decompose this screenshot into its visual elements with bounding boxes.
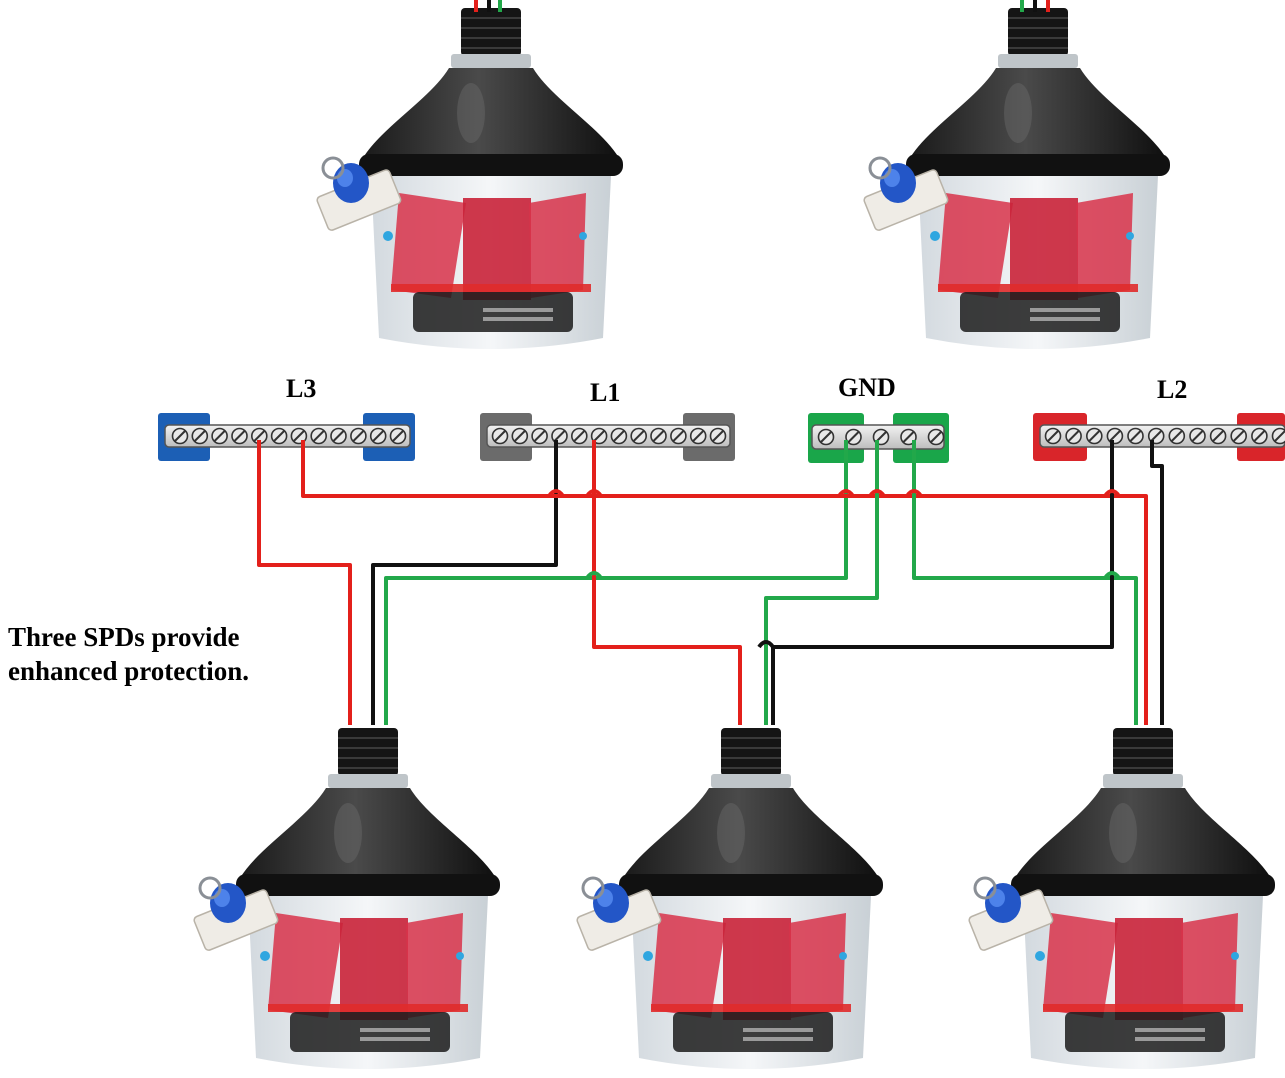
busbar-screw bbox=[709, 427, 727, 445]
busbar-screw bbox=[845, 428, 862, 446]
busbar-screw bbox=[630, 427, 648, 445]
busbar-screw bbox=[927, 428, 945, 446]
top-lead-wires bbox=[474, 0, 1050, 12]
caption: Three SPDs provide enhanced protection. bbox=[8, 620, 249, 688]
busbar-screw bbox=[1044, 427, 1062, 445]
busbar-screw bbox=[310, 427, 328, 445]
busbar-screw bbox=[817, 428, 835, 446]
busbar-screw bbox=[1189, 427, 1206, 445]
busbar-screw bbox=[231, 427, 248, 445]
busbar-screw bbox=[1168, 427, 1186, 445]
label-l1: L1 bbox=[590, 378, 621, 407]
busbar-screw bbox=[211, 427, 229, 445]
spd-top-right bbox=[861, 6, 1172, 351]
spd-top-left bbox=[314, 6, 625, 351]
busbar-screw bbox=[610, 427, 628, 445]
spd-bottom-center bbox=[574, 726, 885, 1071]
label-gnd: GND bbox=[838, 373, 896, 402]
busbar-screw bbox=[669, 427, 687, 445]
busbar-screw bbox=[531, 427, 549, 445]
busbar-screw bbox=[389, 427, 407, 445]
wiring bbox=[257, 440, 1164, 725]
busbar-screw bbox=[1127, 427, 1144, 445]
busbar-screw bbox=[171, 427, 189, 445]
busbar-screw bbox=[1085, 427, 1103, 445]
busbar-screw bbox=[511, 427, 529, 445]
label-l2: L2 bbox=[1157, 375, 1188, 404]
spd-bottom-left bbox=[191, 726, 502, 1071]
label-l3: L3 bbox=[286, 374, 317, 403]
busbar-screw bbox=[369, 427, 387, 445]
busbar-screw bbox=[650, 427, 667, 445]
busbar-screw bbox=[191, 427, 209, 445]
caption-line-1: Three SPDs provide bbox=[8, 622, 240, 652]
busbar-screw bbox=[1209, 427, 1227, 445]
busbar-screw bbox=[1271, 427, 1285, 445]
busbar-screw bbox=[1065, 427, 1083, 445]
busbar-screw bbox=[689, 427, 707, 445]
caption-line-2: enhanced protection. bbox=[8, 656, 249, 686]
busbar-screw bbox=[491, 427, 509, 445]
busbar-screw bbox=[330, 427, 347, 445]
busbar-screw bbox=[1106, 427, 1124, 445]
busbar-screw bbox=[1230, 427, 1248, 445]
busbar-screw bbox=[270, 427, 288, 445]
busbar-screw bbox=[349, 427, 367, 445]
spd-bottom-right bbox=[966, 726, 1277, 1071]
busbar-screw bbox=[1250, 427, 1268, 445]
busbar-screw bbox=[570, 427, 588, 445]
